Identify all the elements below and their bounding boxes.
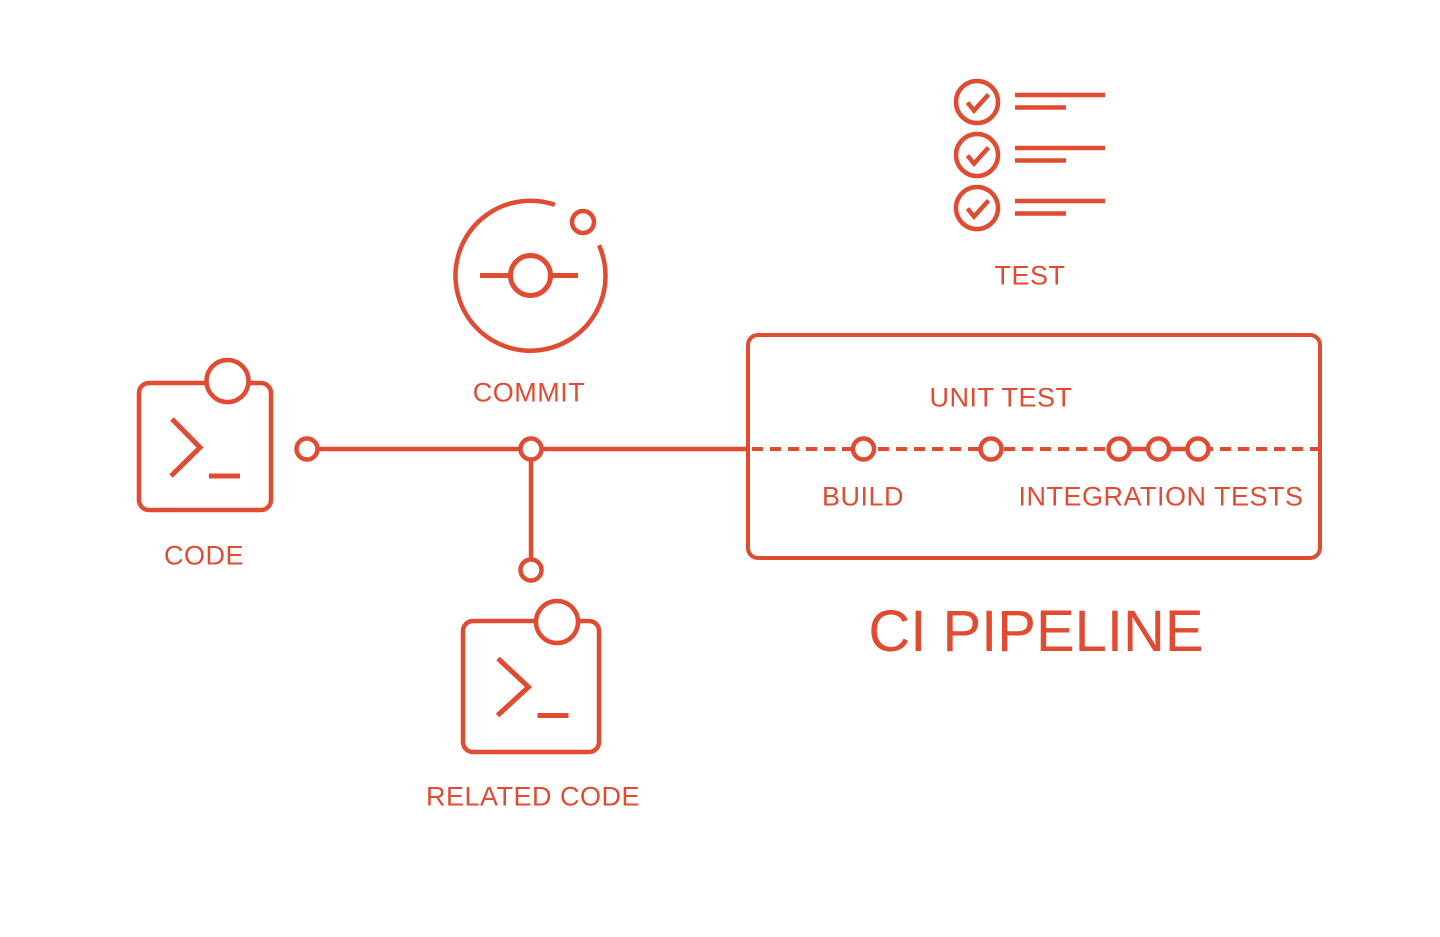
integration-stage-node-icon: [1106, 436, 1132, 462]
code-terminal-window-icon: [136, 357, 274, 513]
check-circle-icon: [953, 78, 1001, 126]
integration-stage-node-icon: [1145, 436, 1172, 462]
branch-connector-lines: [294, 436, 747, 583]
build-stage-node-icon: [850, 436, 877, 462]
integration-stage-node-icon: [1185, 436, 1211, 462]
pipeline-box: [746, 333, 1322, 560]
checkmark-icon: [965, 198, 991, 220]
commit-center-node: [508, 253, 553, 298]
code-label: CODE: [163, 540, 245, 571]
code-node-icon: [294, 436, 320, 462]
commit-orbit-arc: [453, 198, 608, 353]
checklist-row: [953, 131, 1105, 179]
unit-test-stage-label: UNIT TEST: [929, 382, 1073, 413]
check-circle-icon: [953, 131, 1001, 179]
pipeline-box-group: [746, 333, 1322, 560]
terminal-pin-circle: [533, 598, 581, 646]
prompt-chevron-icon: [495, 656, 533, 718]
related-code-node-icon: [518, 557, 544, 583]
git-commit-icon: [453, 198, 608, 353]
terminal-frame: [460, 618, 602, 755]
terminal-pin-circle: [204, 357, 251, 405]
orbit-satellite-circle: [569, 208, 597, 236]
terminal-frame: [136, 380, 274, 513]
prompt-chevron-icon: [169, 417, 204, 478]
checklist-row: [953, 78, 1105, 126]
checkmark-icon: [965, 92, 991, 114]
integration-tests-stage-label: INTEGRATION TESTS: [1018, 481, 1304, 512]
ci-pipeline-title: CI PIPELINE: [868, 599, 1204, 664]
unit-test-stage-node-icon: [978, 436, 1004, 462]
checklist-row: [953, 184, 1105, 232]
build-stage-label: BUILD: [821, 481, 905, 512]
branch-junction-node-icon: [518, 436, 544, 462]
check-circle-icon: [953, 184, 1001, 232]
test-label: TEST: [994, 260, 1066, 291]
test-checklist-icon: [953, 78, 1105, 232]
related-code-label: RELATED CODE: [425, 781, 641, 812]
checkmark-icon: [965, 145, 991, 167]
commit-label: COMMIT: [472, 377, 586, 408]
related-code-terminal-window-icon: [460, 598, 602, 755]
